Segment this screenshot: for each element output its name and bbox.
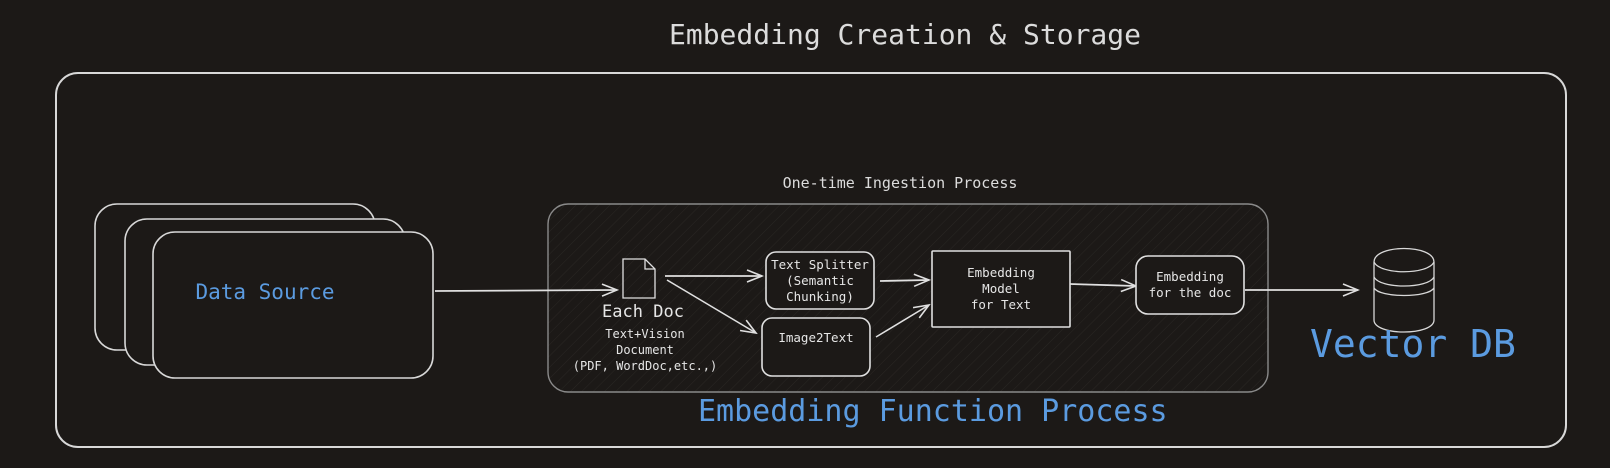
image2text-box[interactable] <box>761 317 871 377</box>
data-source-label: Data Source <box>195 280 335 304</box>
ingestion-label: One-time Ingestion Process <box>782 174 1018 192</box>
document-label: Each Doc <box>602 302 684 322</box>
embedding-model-box[interactable] <box>931 250 1071 328</box>
database-icon[interactable] <box>1373 247 1435 333</box>
text-splitter-label: Text Splitter (Semantic Chunking) <box>771 256 869 304</box>
arrow-image2text-to-model <box>875 305 929 338</box>
embedding-output-label: Embedding for the doc <box>1148 269 1232 300</box>
outer-frame <box>55 72 1567 448</box>
document-icon <box>622 258 656 299</box>
embedding-model-label: Embedding Model for Text <box>967 265 1035 312</box>
arrow-model-to-embedding <box>1069 284 1136 286</box>
arrow-doc-to-image2text <box>666 279 756 333</box>
arrow-splitter-to-model <box>879 280 929 281</box>
arrow-source-to-doc <box>434 290 617 291</box>
ingestion-container <box>547 203 1269 393</box>
embedding-output-box[interactable] <box>1135 255 1245 315</box>
data-source-stack[interactable] <box>94 203 434 379</box>
process-label: Embedding Function Process <box>698 394 1168 429</box>
image2text-label: Image2Text <box>778 330 854 345</box>
vector-db-label: Vector DB <box>1310 322 1516 366</box>
document-description: Text+Vision Document (PDF, WordDoc,etc.,… <box>572 327 718 373</box>
text-splitter-box[interactable] <box>765 251 875 310</box>
diagram-title: Embedding Creation & Storage <box>668 18 1141 51</box>
